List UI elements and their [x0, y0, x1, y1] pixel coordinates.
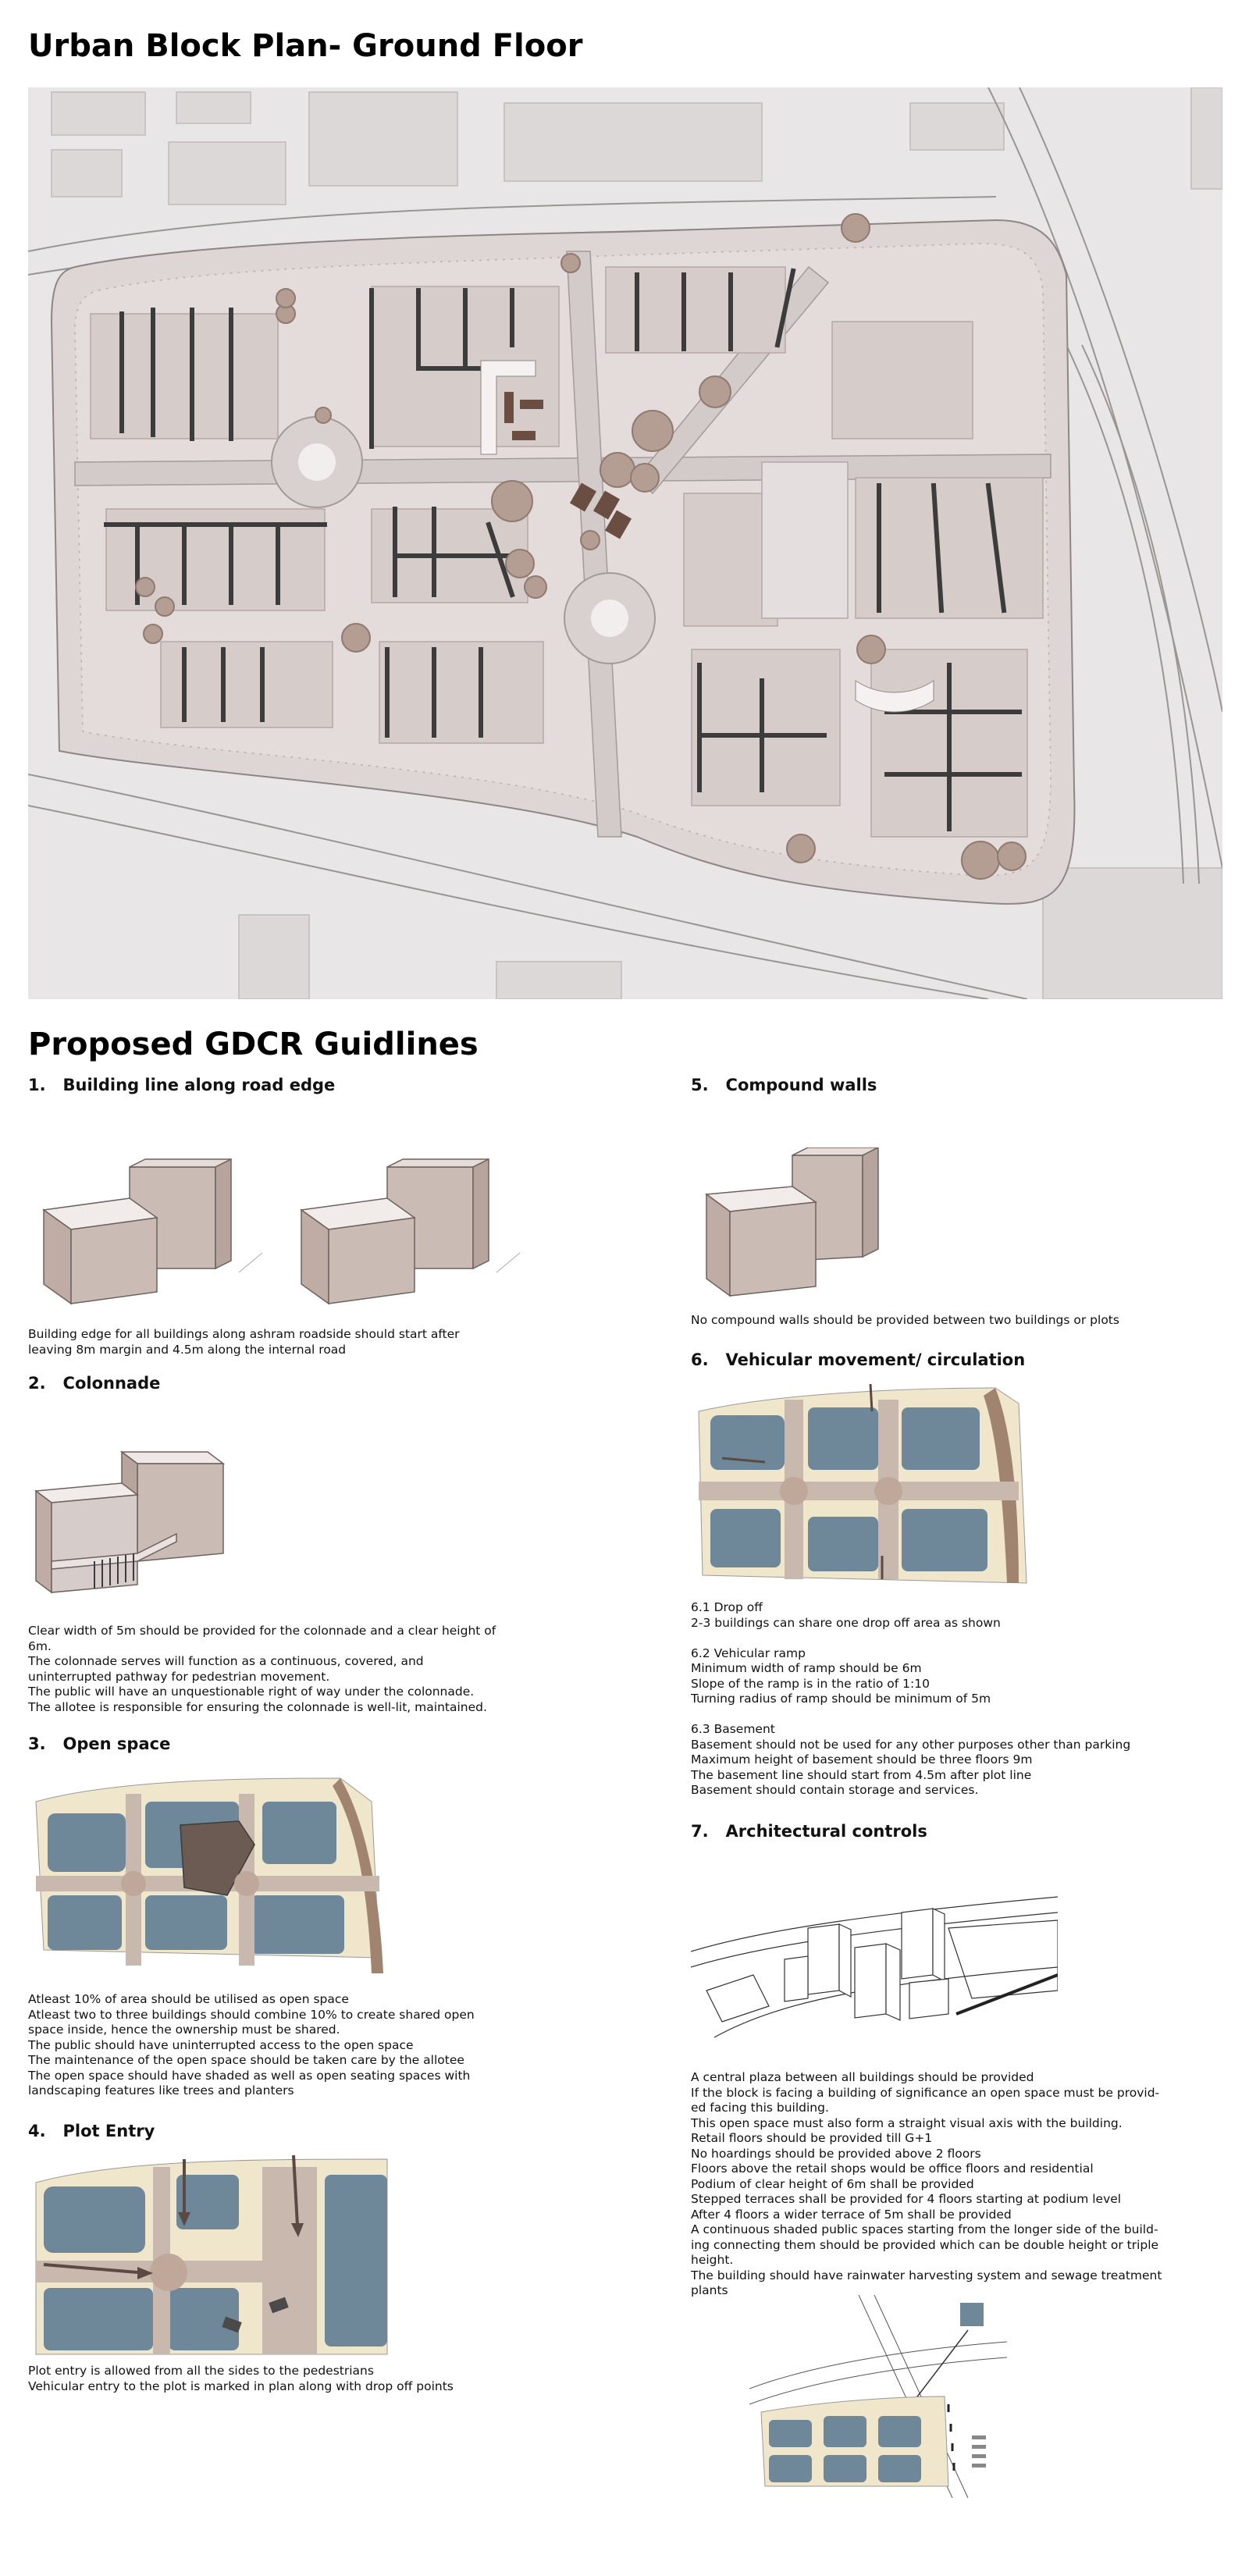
- section-7-heading: 7. Architectural controls: [691, 1822, 927, 1841]
- section-number: 2.: [28, 1374, 46, 1393]
- section-7-text: A central plaza between all buildings sh…: [691, 2070, 1162, 2297]
- section-title: Open space: [62, 1735, 171, 1753]
- section-number: 3.: [28, 1735, 46, 1753]
- site-plan-drawing: [28, 87, 1222, 999]
- guidelines-title: Proposed GDCR Guidlines: [28, 1026, 479, 1062]
- compound-walls-diagram: [691, 1147, 894, 1304]
- building-line-diagram: [28, 1151, 528, 1315]
- open-space-diagram: [28, 1770, 395, 1981]
- section-2-text: Clear width of 5m should be provided for…: [28, 1624, 496, 1714]
- section-title: Architectural controls: [725, 1822, 927, 1841]
- section-title: Compound walls: [725, 1076, 877, 1094]
- site-plan: [28, 87, 1222, 999]
- section-6-text: 6.1 Drop off 2-3 buildings can share one…: [691, 1600, 1131, 1797]
- section-title: Vehicular movement/ circulation: [725, 1350, 1026, 1369]
- architectural-controls-diagram: [691, 1881, 1058, 2061]
- section-3-heading: 3. Open space: [28, 1735, 170, 1753]
- section-number: 6.: [691, 1350, 709, 1369]
- section-number: 4.: [28, 2122, 46, 2140]
- section-title: Plot Entry: [62, 2122, 155, 2140]
- section-5-heading: 5. Compound walls: [691, 1076, 877, 1094]
- colonnade-diagram: [28, 1444, 247, 1608]
- section-title: Colonnade: [62, 1374, 161, 1393]
- section-number: 7.: [691, 1822, 709, 1841]
- section-5-text: No compound walls should be provided bet…: [691, 1313, 1119, 1327]
- section-number: 1.: [28, 1076, 46, 1094]
- significant-building-marker: [960, 2303, 984, 2326]
- section-4-text: Plot entry is allowed from all the sides…: [28, 2364, 454, 2393]
- section-number: 5.: [691, 1076, 709, 1094]
- section-6-heading: 6. Vehicular movement/ circulation: [691, 1350, 1025, 1369]
- plot-entry-diagram: [28, 2151, 395, 2362]
- tree-icon: [135, 213, 1027, 880]
- section-title: Building line along road edge: [62, 1076, 336, 1094]
- plaza-axis-diagram: [749, 2295, 1007, 2498]
- circulation-diagram: [691, 1380, 1034, 1591]
- section-3-text: Atleast 10% of area should be utilised a…: [28, 1992, 475, 2097]
- page-title: Urban Block Plan- Ground Floor: [28, 28, 583, 64]
- section-1-heading: 1. Building line along road edge: [28, 1076, 335, 1094]
- section-2-heading: 2. Colonnade: [28, 1374, 160, 1393]
- section-4-heading: 4. Plot Entry: [28, 2122, 155, 2140]
- section-1-text: Building edge for all buildings along as…: [28, 1327, 460, 1357]
